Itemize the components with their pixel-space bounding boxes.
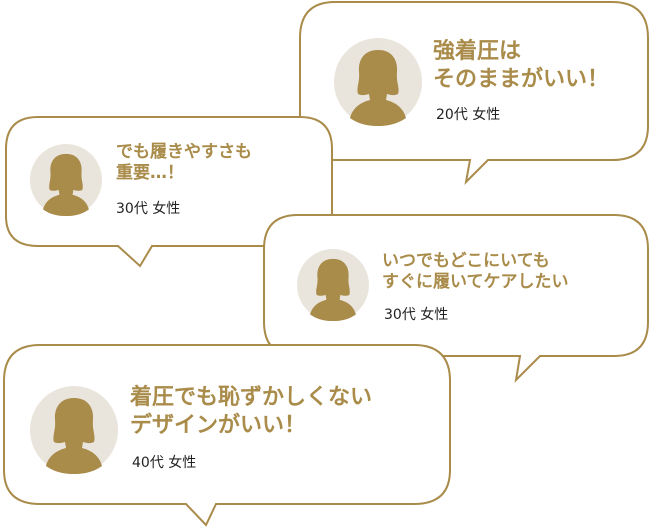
quote-line: 重要…！ xyxy=(116,163,184,184)
quote-line: 強着圧は xyxy=(433,39,522,64)
quote-line: いつでもどこにいても xyxy=(382,251,550,271)
speech-bubble-3 xyxy=(263,214,649,383)
quote-line: 着圧でも恥ずかしくない xyxy=(130,385,373,410)
woman-silhouette-icon xyxy=(30,144,102,216)
testimonial-1-age-gender: 20代 女性 xyxy=(436,107,501,123)
testimonial-3-quote: いつでもどこにいても すぐに履いてケアしたい xyxy=(382,251,569,294)
testimonial-4-age-gender: 40代 女性 xyxy=(132,455,197,471)
testimonial-2-age-gender: 30代 女性 xyxy=(116,201,181,217)
quote-line: すぐに履いてケアしたい xyxy=(382,272,569,293)
testimonial-2-quote: でも履きやすさも 重要…！ xyxy=(116,142,252,185)
woman-silhouette-icon xyxy=(30,386,118,474)
speech-bubble-4 xyxy=(3,344,451,527)
testimonial-3-age-gender: 30代 女性 xyxy=(384,307,449,323)
woman-silhouette-icon xyxy=(334,38,422,126)
testimonial-4-quote: 着圧でも恥ずかしくない デザインがいい！ xyxy=(130,384,372,439)
quote-line: デザインがいい！ xyxy=(130,412,307,438)
testimonial-1-quote: 強着圧は そのままがいい！ xyxy=(433,38,609,93)
woman-silhouette-icon xyxy=(297,249,369,321)
quote-line: そのままがいい！ xyxy=(433,66,610,92)
quote-line: でも履きやすさも xyxy=(116,142,252,162)
